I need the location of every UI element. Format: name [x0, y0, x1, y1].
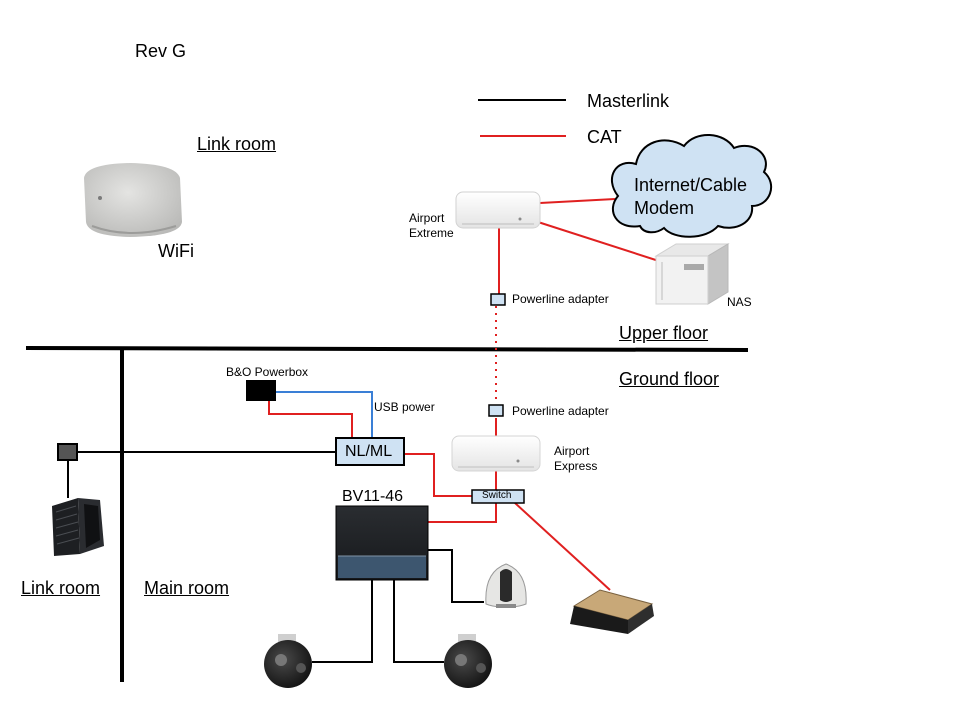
nlml-label: NL/ML: [345, 443, 393, 460]
ml-tv-to-right-speaker: [393, 580, 444, 663]
airport-extreme-image: [455, 191, 541, 229]
powerline-adapter-lower: [488, 404, 504, 417]
beovision-label: BV11-46: [342, 488, 404, 505]
airport-express-label: Airport Express: [554, 444, 598, 473]
nlml-box: [335, 437, 405, 466]
nas-label: NAS: [727, 295, 752, 309]
wooden-speaker-image: [570, 589, 654, 634]
usb-power-line: [276, 391, 373, 438]
cat-powerbox-to-nlml: [268, 401, 353, 438]
ground-floor-label: Ground floor: [619, 369, 720, 389]
internet-cloud: [611, 133, 773, 238]
bo-powerbox-image: [246, 380, 276, 401]
powerline-upper-label: Powerline adapter: [512, 292, 609, 306]
cat-extreme-to-nas: [537, 221, 663, 263]
switch-label: Switch: [482, 490, 512, 501]
ml-tv-to-wireless-speaker: [428, 549, 484, 603]
bo-powerbox-label: B&O Powerbox: [226, 365, 309, 379]
cat-connections: [268, 198, 663, 591]
wireless-speaker-image: [485, 563, 527, 608]
link-room-ground-label: Link room: [21, 578, 101, 598]
airport-extreme-label: Airport Extreme: [409, 211, 454, 240]
cat-switch-to-tv: [424, 502, 497, 523]
link-room-ml-pad: [57, 443, 78, 461]
switch-box: [471, 489, 525, 504]
speaker-right-image: [444, 634, 492, 688]
link-room-speaker-image: [52, 498, 104, 556]
wifi-speaker-image: [84, 163, 182, 237]
wifi-label: WiFi: [158, 241, 194, 261]
ml-tv-to-left-speaker: [312, 580, 373, 663]
beovision-tv-image: [335, 505, 429, 581]
upper-floor-label: Upper floor: [619, 323, 709, 343]
speaker-left-image: [264, 634, 312, 688]
legend-masterlink-label: Masterlink: [587, 91, 670, 111]
internet-modem-label: Internet/Cable Modem: [634, 175, 748, 218]
masterlink-connections: [67, 451, 484, 663]
nas-image: [654, 243, 730, 305]
cat-switch-to-sonos: [514, 502, 611, 591]
link-room-upper-label: Link room: [197, 134, 277, 154]
main-room-label: Main room: [144, 578, 230, 598]
usb-power-label: USB power: [374, 400, 435, 414]
cat-nlml-to-switch: [404, 453, 472, 497]
powerline-lower-label: Powerline adapter: [512, 404, 609, 418]
legend-cat-label: CAT: [587, 127, 622, 147]
revision-label: Rev G: [135, 41, 187, 61]
cat-extreme-to-modem: [539, 198, 616, 204]
floor-divider-line: [25, 346, 749, 352]
powerline-adapter-upper: [490, 293, 506, 306]
airport-express-image: [451, 435, 541, 472]
